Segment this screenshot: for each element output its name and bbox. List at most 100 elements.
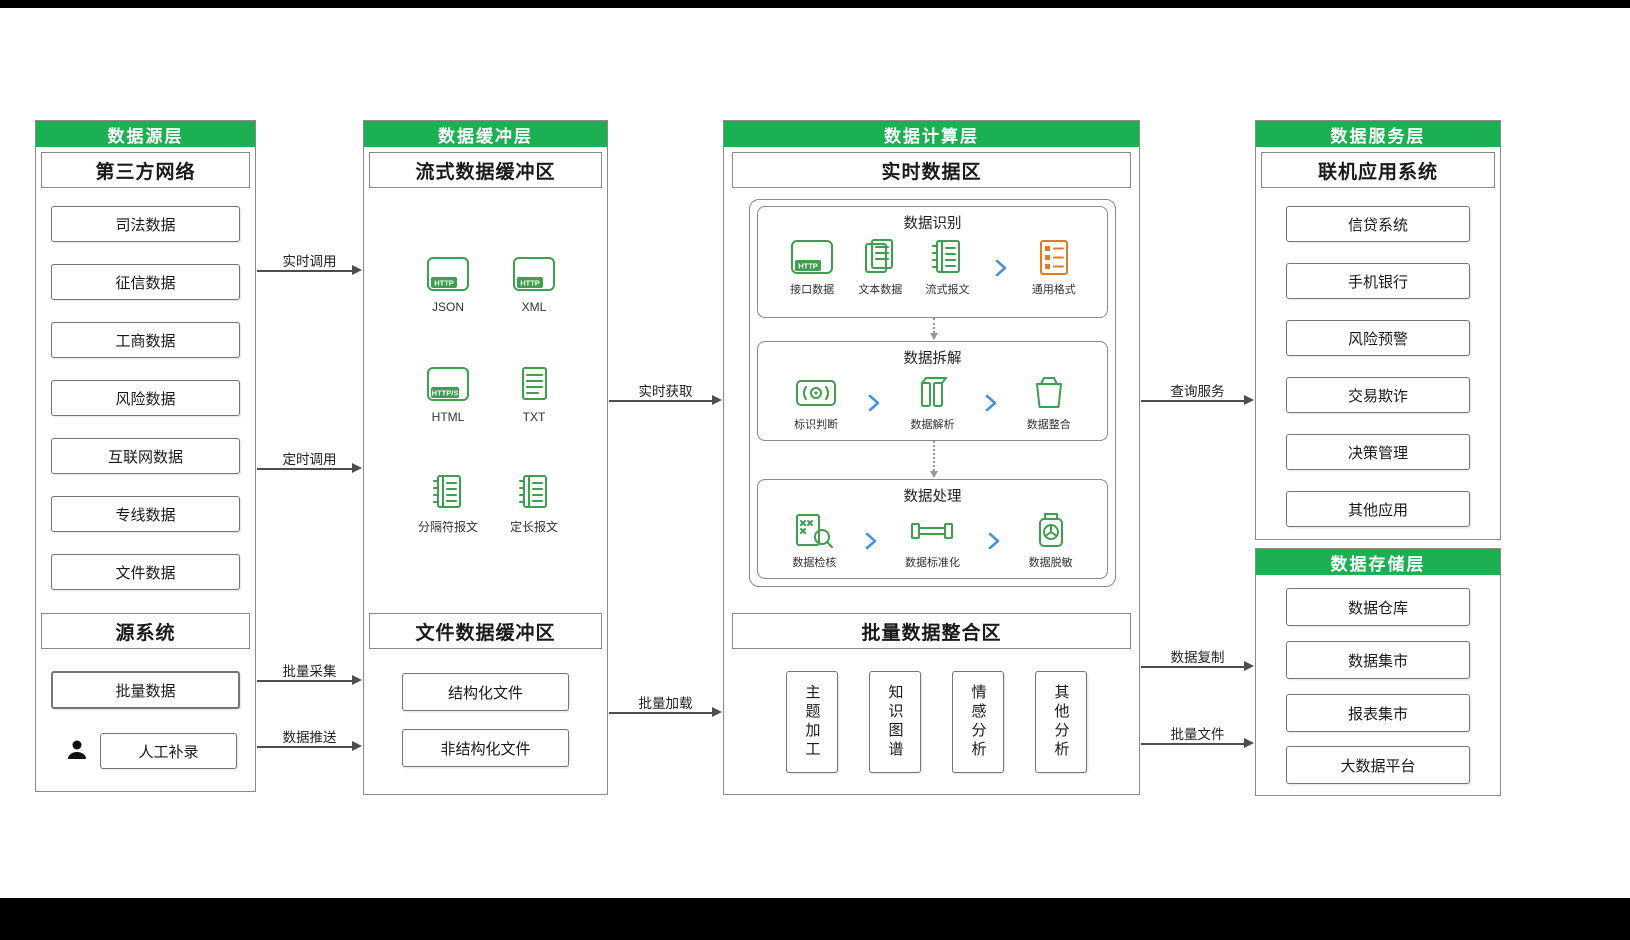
columns-cabinet-icon — [921, 377, 948, 407]
arrow-label: 实时调用 — [282, 254, 337, 269]
source-item-internet-data: 互联网数据 — [51, 438, 240, 474]
batch-item-other-analysis: 其他分析 — [1035, 671, 1087, 773]
dotted-flow-arrow — [930, 441, 938, 478]
icon-label: 数据检核 — [792, 557, 837, 569]
recognition-input-text-data: 文本数据 — [858, 238, 902, 297]
step-data-mask: 数据脱敏 — [1029, 511, 1073, 570]
icon-label: 通用格式 — [1031, 284, 1076, 296]
processing-panel: 数据处理 数据检核 — [757, 479, 1108, 579]
format-txt: TXT — [491, 365, 577, 424]
icon-label: 流式报文 — [925, 284, 970, 296]
buffer-layer-header: 数据缓冲层 — [364, 121, 607, 147]
chevron-right-icon — [989, 532, 1000, 549]
step-data-integrate: 数据整合 — [1027, 373, 1071, 432]
stream-buffer-zone-title: 流式数据缓冲区 — [369, 152, 602, 188]
arrow-label: 批量加载 — [638, 696, 693, 711]
service-layer-column: 数据服务层 联机应用系统 信贷系统 手机银行 风险预警 交易欺诈 决策管理 其他… — [1255, 120, 1501, 540]
storage-item-report-mart: 报表集市 — [1286, 694, 1470, 732]
format-fixed-length-message: 定长报文 — [491, 473, 577, 535]
storage-item-data-warehouse: 数据仓库 — [1286, 588, 1470, 626]
online-apps-title: 联机应用系统 — [1261, 152, 1495, 188]
check-document-icon — [796, 514, 834, 548]
arrow-label: 批量采集 — [282, 664, 337, 679]
recognition-panel-title: 数据识别 — [903, 216, 962, 232]
svg-text:HTTP/S: HTTP/S — [432, 389, 459, 398]
text-document-icon — [522, 367, 547, 400]
source-item-batch-data: 批量数据 — [51, 671, 240, 709]
checklist-icon — [1039, 240, 1068, 275]
buffer-layer-column: 数据缓冲层 流式数据缓冲区 HTTP JSON HTTP XML HTTP/S — [363, 120, 608, 795]
disassembly-panel: 数据拆解 标识判断 — [757, 341, 1108, 441]
notebook-message-icon — [519, 475, 547, 508]
format-xml: HTTP XML — [491, 255, 577, 314]
format-label: 定长报文 — [509, 520, 558, 534]
chevron-right-icon — [995, 259, 1006, 276]
service-item-other-apps: 其他应用 — [1286, 491, 1470, 527]
step-data-parse: 数据解析 — [910, 373, 954, 432]
realtime-zone-container — [749, 199, 1116, 587]
format-label: 分隔符报文 — [417, 520, 478, 534]
recognition-panel: 数据识别 HTTP 接口数据 — [757, 206, 1108, 318]
arrow-label: 定时调用 — [282, 452, 337, 467]
chip-card-icon — [796, 380, 837, 406]
step-identify-judge: 标识判断 — [794, 373, 838, 432]
format-label: HTML — [431, 410, 465, 424]
file-buffer-zone-title: 文件数据缓冲区 — [369, 613, 602, 649]
batch-zone-title: 批量数据整合区 — [732, 613, 1131, 649]
third-party-network-title: 第三方网络 — [41, 152, 250, 188]
file-item-unstructured: 非结构化文件 — [402, 729, 569, 767]
storage-item-big-data-platform: 大数据平台 — [1286, 746, 1470, 784]
recognition-output-common-format: 通用格式 — [1032, 238, 1076, 297]
icon-label: 数据标准化 — [904, 557, 960, 569]
source-item-file-data: 文件数据 — [51, 554, 240, 590]
compute-layer-column: 数据计算层 实时数据区 数据识别 HTTP 接口数据 — [723, 120, 1140, 795]
svg-text:HTTP: HTTP — [434, 279, 454, 288]
icon-label: 接口数据 — [790, 284, 835, 296]
service-item-decision-management: 决策管理 — [1286, 434, 1470, 470]
service-item-credit-system: 信贷系统 — [1286, 206, 1470, 242]
format-delimited-message: 分隔符报文 — [405, 473, 491, 535]
recognition-input-stream-message: 流式报文 — [925, 238, 969, 297]
source-item-manual-entry: 人工补录 — [100, 733, 237, 769]
compute-layer-header: 数据计算层 — [724, 121, 1139, 147]
source-system-title: 源系统 — [41, 613, 250, 649]
notebook-message-icon — [433, 475, 461, 508]
format-json: HTTP JSON — [405, 255, 491, 314]
source-item-risk-data: 风险数据 — [51, 380, 240, 416]
arrow-label: 数据推送 — [282, 730, 337, 745]
pipe-connector-icon — [911, 523, 954, 539]
file-item-structured: 结构化文件 — [402, 673, 569, 711]
source-layer-column: 数据源层 第三方网络 司法数据 征信数据 工商数据 风险数据 互联网数据 专线数… — [35, 120, 256, 792]
batch-item-theme-processing: 主题加工 — [786, 671, 838, 773]
container-bin-icon — [1035, 377, 1062, 408]
source-layer-header: 数据源层 — [36, 121, 255, 147]
arrow-label: 查询服务 — [1170, 384, 1225, 399]
jar-hazard-icon — [1038, 513, 1063, 547]
http-file-icon: HTTP — [427, 257, 469, 291]
storage-layer-column: 数据存储层 数据仓库 数据集市 报表集市 大数据平台 — [1255, 548, 1501, 796]
realtime-zone-title: 实时数据区 — [732, 152, 1131, 188]
format-label: XML — [521, 300, 547, 314]
icon-label: 数据整合 — [1026, 419, 1071, 431]
service-layer-header: 数据服务层 — [1256, 121, 1500, 147]
source-item-judicial-data: 司法数据 — [51, 206, 240, 242]
disassembly-panel-title: 数据拆解 — [903, 351, 962, 367]
icon-label: 数据解析 — [910, 419, 955, 431]
icon-label: 数据脱敏 — [1028, 557, 1073, 569]
source-item-dedicated-line-data: 专线数据 — [51, 496, 240, 532]
format-label: TXT — [522, 410, 546, 424]
svg-text:HTTP: HTTP — [520, 279, 540, 288]
format-html: HTTP/S HTML — [405, 365, 491, 424]
processing-panel-title: 数据处理 — [903, 489, 962, 505]
recognition-input-interface-data: HTTP 接口数据 — [789, 238, 835, 297]
arrow-label: 批量文件 — [1170, 727, 1225, 742]
chevron-right-icon — [869, 394, 880, 411]
service-item-mobile-banking: 手机银行 — [1286, 263, 1470, 299]
svg-text:HTTP: HTTP — [798, 262, 818, 271]
chevron-right-icon — [865, 532, 876, 549]
storage-layer-header: 数据存储层 — [1256, 549, 1500, 575]
step-data-standardize: 数据标准化 — [905, 511, 960, 570]
chevron-right-icon — [985, 394, 996, 411]
person-icon — [68, 740, 86, 759]
source-item-credit-data: 征信数据 — [51, 264, 240, 300]
